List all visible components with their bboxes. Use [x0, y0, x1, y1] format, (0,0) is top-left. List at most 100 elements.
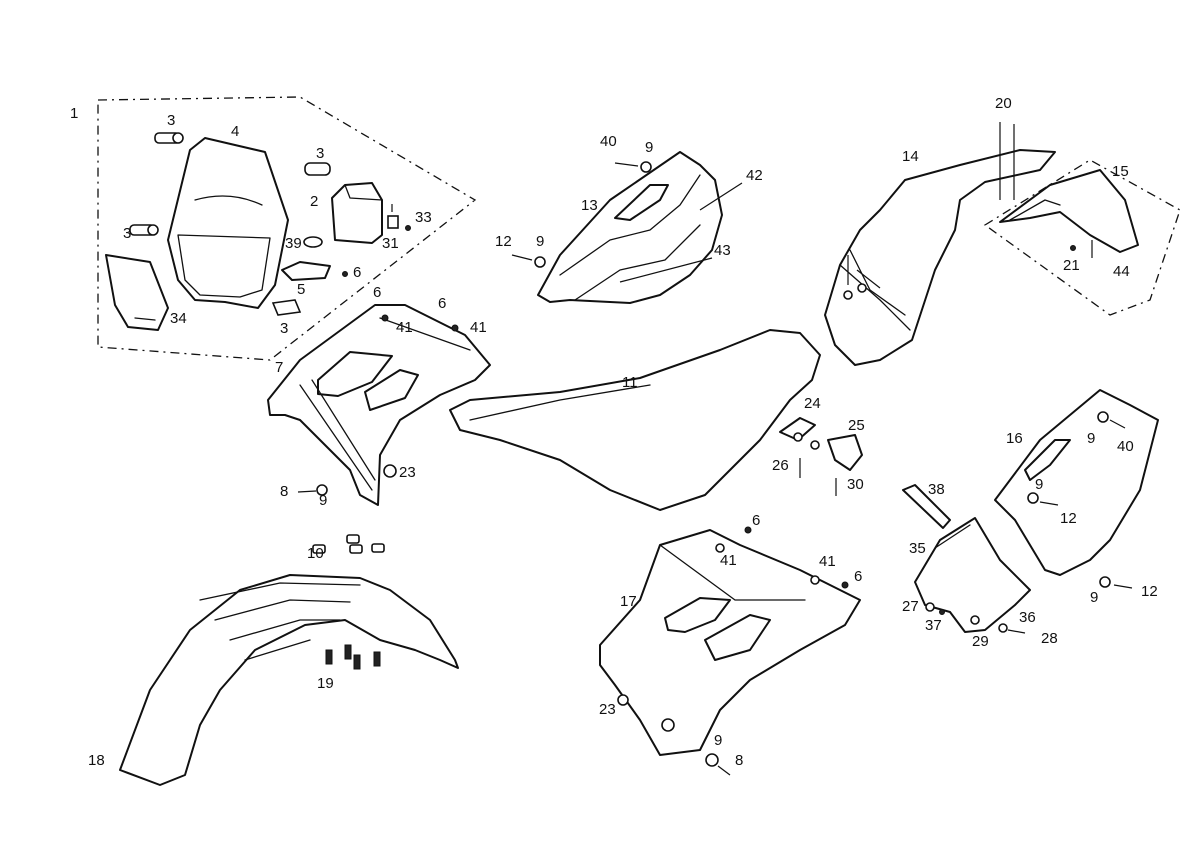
side-plate-34 [105, 254, 169, 331]
callout-41: 41 [396, 319, 413, 336]
grommet-23b [617, 694, 629, 706]
callout-10: 10 [307, 545, 324, 562]
callout-6: 6 [373, 284, 381, 301]
screw-33 [405, 225, 411, 231]
callout-5: 5 [297, 281, 305, 298]
callout-3: 3 [280, 320, 288, 337]
left-shroud-7 [267, 304, 491, 506]
callout-2: 2 [310, 193, 318, 210]
bolt-19c [353, 654, 361, 670]
callout-9: 9 [1035, 476, 1043, 493]
callout-43: 43 [714, 242, 731, 259]
callout-20: 20 [995, 95, 1012, 112]
callout-24: 24 [804, 395, 821, 412]
bolt-19a [325, 649, 333, 665]
callout-37: 37 [925, 617, 942, 634]
washer-9g [705, 753, 719, 767]
callout-19: 19 [317, 675, 334, 692]
callout-39: 39 [285, 235, 302, 252]
assembly-1-boundary [97, 96, 477, 361]
washer-9f [1099, 576, 1111, 588]
assembly-15-boundary [983, 159, 1181, 316]
callout-17: 17 [620, 593, 637, 610]
callout-18: 18 [88, 752, 105, 769]
callout-labels: 1 3 4 3 2 33 31 39 3 6 5 34 3 6 6 41 41 … [70, 95, 1158, 769]
callout-3: 3 [316, 145, 324, 162]
rear-fender-14 [824, 122, 1056, 366]
callout-41: 41 [819, 553, 836, 570]
nut-10c [349, 544, 363, 554]
callout-6: 6 [854, 568, 862, 585]
callout-9: 9 [1090, 589, 1098, 606]
rear-mudguard-group-15 [983, 159, 1181, 316]
nut-10a [312, 544, 326, 554]
bolt-19b [344, 644, 352, 660]
washer-36 [998, 623, 1008, 633]
callout-3: 3 [167, 112, 175, 129]
callout-12: 12 [495, 233, 512, 250]
screw-21 [1070, 245, 1076, 251]
callout-40: 40 [1117, 438, 1134, 455]
callout-23: 23 [399, 464, 416, 481]
headlight-assembly-group [97, 96, 477, 361]
grommet-23a [383, 464, 397, 478]
callout-13: 13 [581, 197, 598, 214]
clip-31 [387, 215, 399, 229]
callout-14: 14 [902, 148, 919, 165]
callout-9: 9 [319, 492, 327, 509]
screw-37 [939, 609, 945, 615]
ring-39 [303, 236, 323, 248]
side-panel-13 [511, 151, 743, 304]
bracket-5 [281, 261, 331, 281]
callout-16: 16 [1006, 430, 1023, 447]
callout-9: 9 [714, 732, 722, 749]
callout-21: 21 [1063, 257, 1080, 274]
callout-23: 23 [599, 701, 616, 718]
callout-15: 15 [1112, 163, 1129, 180]
callout-8: 8 [735, 752, 743, 769]
callout-27: 27 [902, 598, 919, 615]
callout-11: 11 [622, 374, 638, 391]
screw-6a [342, 271, 348, 277]
callout-3: 3 [123, 225, 131, 242]
callout-31: 31 [382, 235, 399, 252]
right-shroud-17 [599, 526, 861, 776]
callout-12: 12 [1141, 583, 1158, 600]
callout-25: 25 [848, 417, 865, 434]
washer-9b [640, 161, 652, 173]
callout-8: 8 [280, 483, 288, 500]
callout-1: 1 [70, 105, 78, 122]
washer-9c [534, 256, 546, 268]
washer-9e [1027, 492, 1039, 504]
callout-36: 36 [1019, 609, 1036, 626]
callout-12: 12 [1060, 510, 1077, 527]
plate-35-group [902, 484, 1031, 634]
grommet-3b [304, 162, 331, 176]
callout-38: 38 [928, 481, 945, 498]
seat-brackets-24-25 [779, 417, 863, 496]
headlight-unit-2 [331, 182, 383, 244]
seat-11 [449, 329, 821, 511]
nut-10b [346, 534, 360, 544]
callout-34: 34 [170, 310, 187, 327]
callout-6: 6 [438, 295, 446, 312]
callout-35: 35 [909, 540, 926, 557]
callout-4: 4 [231, 123, 239, 140]
plate-35 [914, 517, 1031, 633]
callout-6: 6 [752, 512, 760, 529]
grommet-27 [925, 602, 935, 612]
bracket-25 [827, 434, 863, 471]
callout-7: 7 [275, 359, 283, 376]
callout-26: 26 [772, 457, 789, 474]
nut-10d [371, 543, 385, 553]
bracket-24 [779, 417, 816, 441]
callout-41: 41 [720, 552, 737, 569]
clip-3d [271, 299, 302, 316]
callout-9: 9 [1087, 430, 1095, 447]
callout-33: 33 [415, 209, 432, 226]
right-side-panel-16 [994, 389, 1159, 589]
washer-9a [316, 484, 328, 496]
callout-41: 41 [470, 319, 487, 336]
headlight-mask-4 [167, 137, 289, 309]
